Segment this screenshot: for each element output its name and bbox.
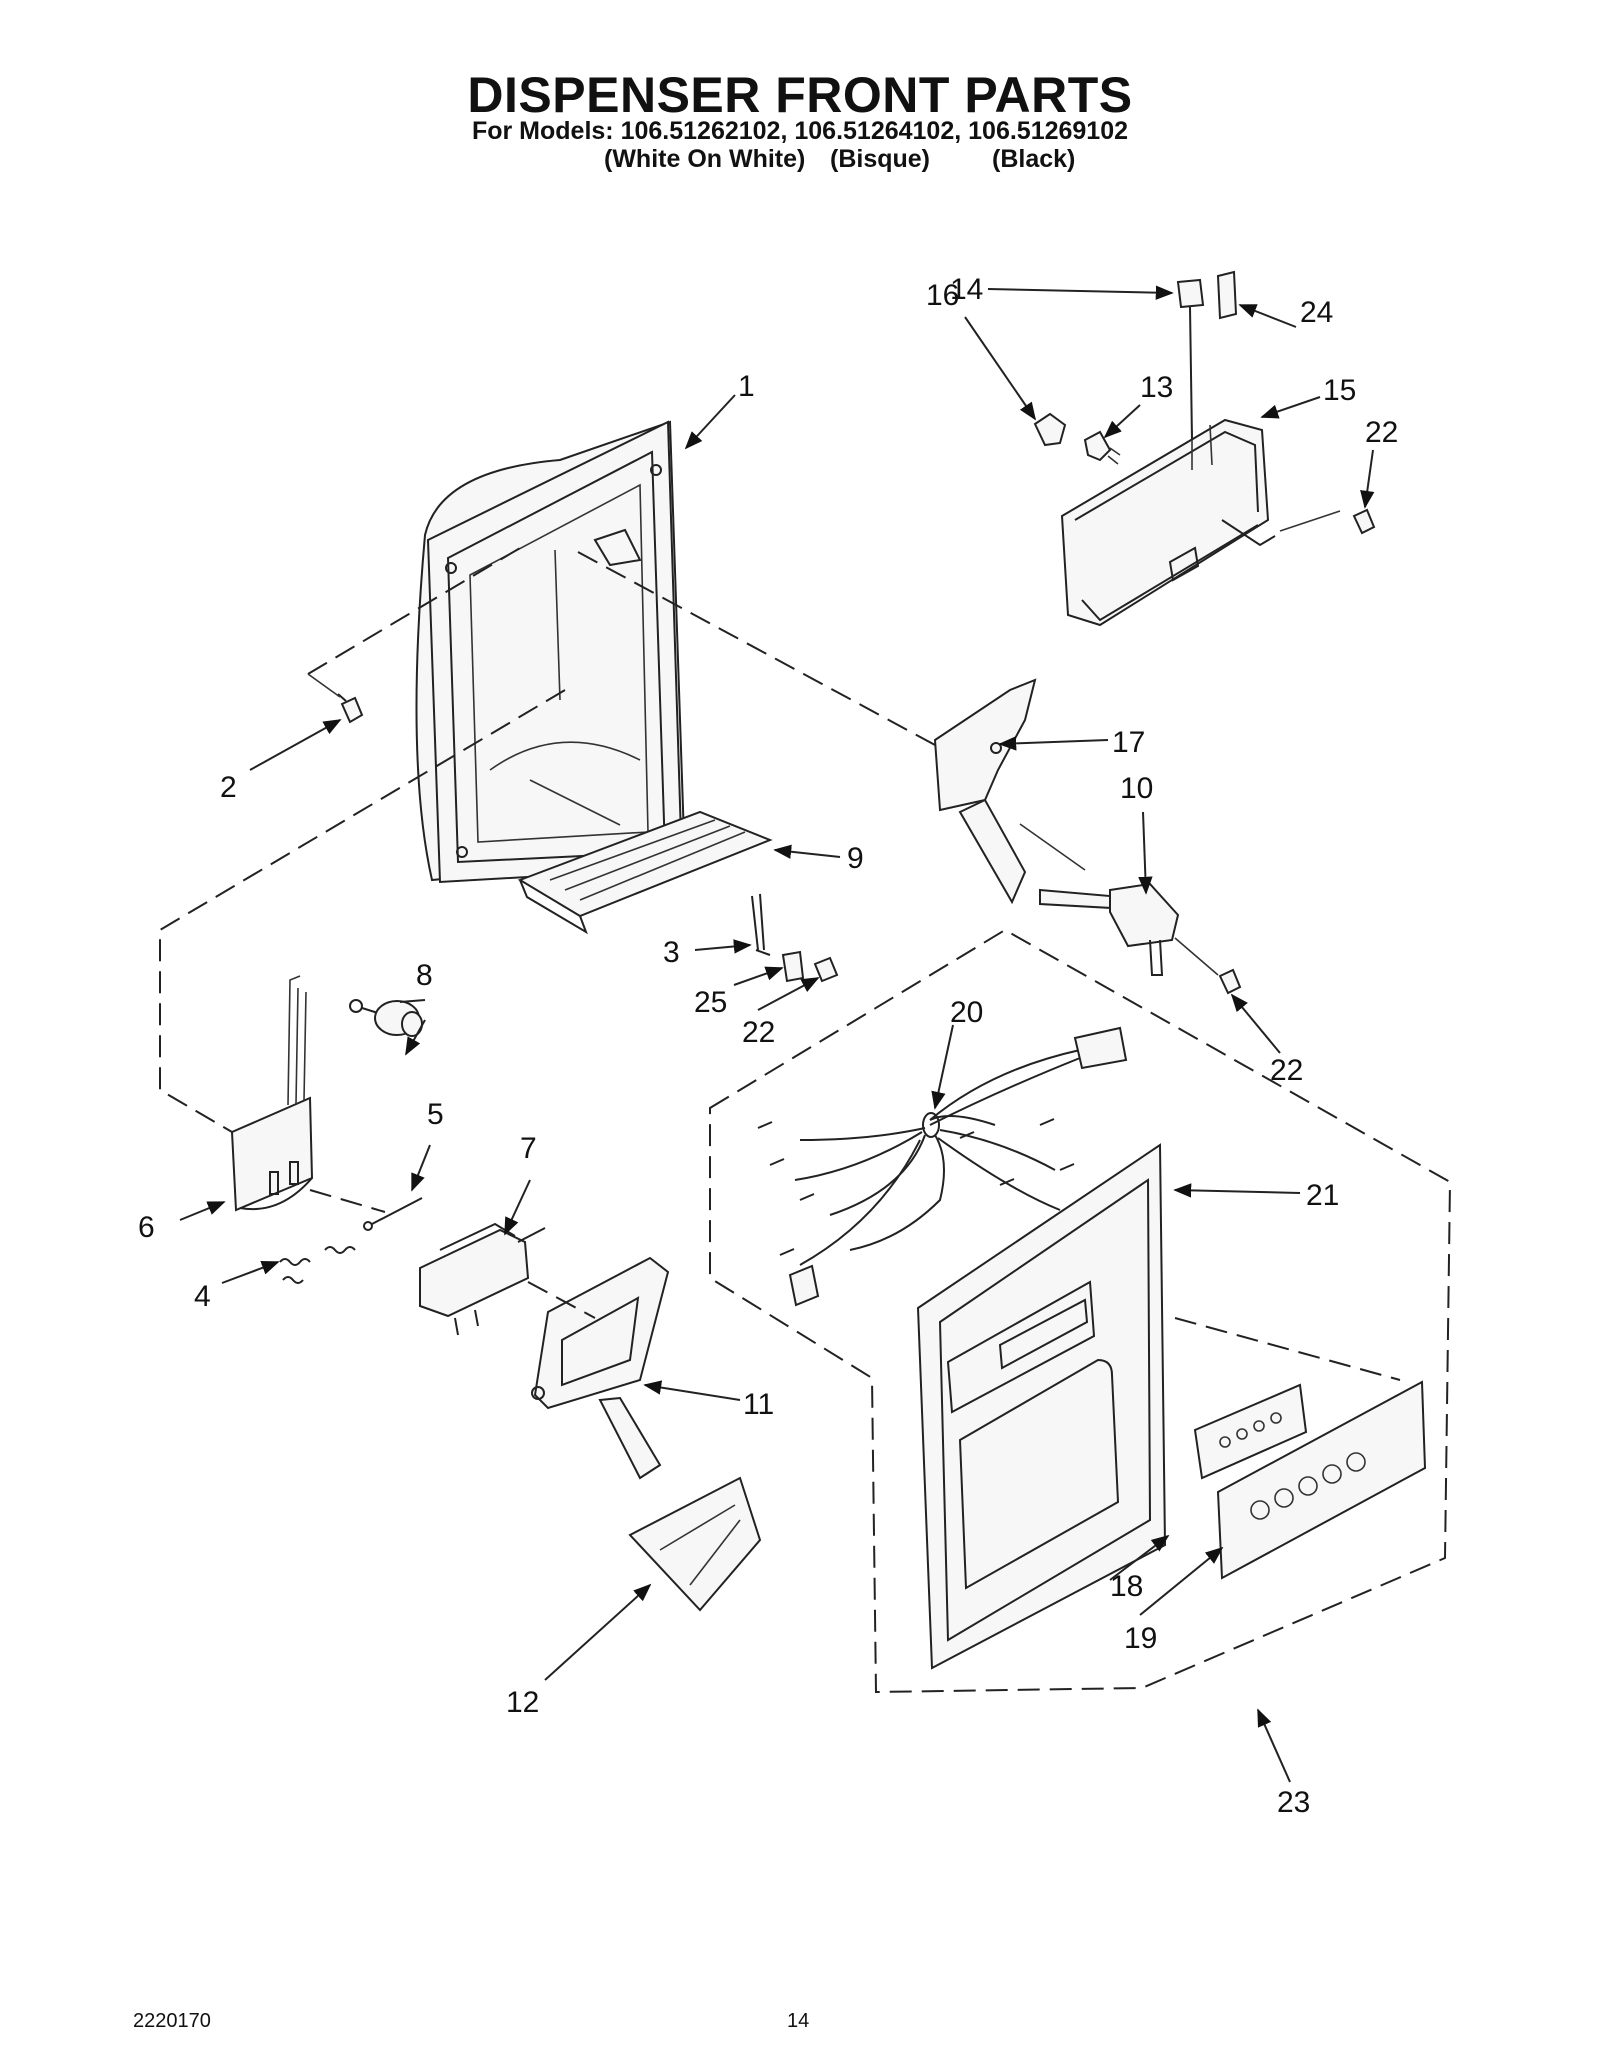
callout-9: 9 (847, 842, 864, 875)
models-line: For Models: 106.51262102, 106.51264102, … (471, 117, 1129, 145)
callout-24: 24 (1300, 296, 1333, 329)
switch-lever-part (1039, 882, 1180, 976)
callout-8: 8 (416, 959, 433, 992)
solenoid-part (419, 1222, 546, 1336)
callouts: 1 2 3 4 5 6 7 8 9 10 11 12 13 14 15 16 1… (138, 273, 1398, 1819)
callout-4: 4 (194, 1280, 211, 1313)
callout-12: 12 (506, 1686, 539, 1719)
leader-lines (179, 285, 1375, 1783)
control-board-part (1193, 1383, 1308, 1480)
wiring-harness-part (757, 1026, 1128, 1307)
variant-bisque: (Bisque) (830, 145, 930, 173)
callout-11: 11 (743, 1388, 774, 1421)
callout-7: 7 (520, 1132, 537, 1165)
page-number: 14 (787, 2010, 810, 2032)
module-part (349, 999, 423, 1037)
callout-17: 17 (1112, 726, 1145, 759)
dispenser-housing-part (415, 420, 687, 884)
paddle-arm-part (933, 678, 1037, 905)
chute-cup-part (628, 1476, 762, 1612)
variant-black: (Black) (992, 145, 1076, 173)
callout-21: 21 (1306, 1179, 1339, 1212)
variant-white: (White On White) (604, 145, 806, 173)
callout-18: 18 (1110, 1570, 1143, 1603)
callout-6: 6 (138, 1211, 155, 1244)
callout-2: 2 (220, 771, 237, 804)
document-number: 2220170 (133, 2010, 211, 2032)
callout-5: 5 (427, 1098, 444, 1131)
callout-15: 15 (1323, 374, 1356, 407)
callout-23: 23 (1277, 1786, 1310, 1819)
callout-1: 1 (738, 370, 755, 403)
callout-22-mid: 22 (742, 1016, 775, 1049)
relation-lines (159, 547, 1401, 1381)
micro-switch-part (1176, 270, 1238, 441)
spring-parts (279, 1246, 356, 1284)
pin-part (363, 1197, 423, 1231)
actuator-part (230, 975, 314, 1212)
callout-25: 25 (694, 986, 727, 1019)
callout-19: 19 (1124, 1622, 1157, 1655)
lamp-socket-part (1033, 412, 1121, 465)
callout-14: 14 (950, 273, 983, 306)
clip-part (751, 893, 805, 983)
callout-3: 3 (663, 936, 680, 969)
callout-13: 13 (1140, 371, 1173, 404)
assembly-23-boundary (709, 928, 1452, 1694)
callout-10: 10 (1120, 772, 1153, 805)
control-housing-part (1060, 418, 1341, 627)
chute-door-part (531, 1256, 670, 1480)
screw-parts (337, 508, 1376, 995)
drip-tray-part (517, 810, 773, 935)
callout-20: 20 (950, 996, 983, 1029)
callout-22-top: 22 (1365, 416, 1398, 449)
callout-22-right: 22 (1270, 1054, 1303, 1087)
page-title: DISPENSER FRONT PARTS (467, 67, 1133, 123)
callout-16: 16 (926, 279, 959, 312)
